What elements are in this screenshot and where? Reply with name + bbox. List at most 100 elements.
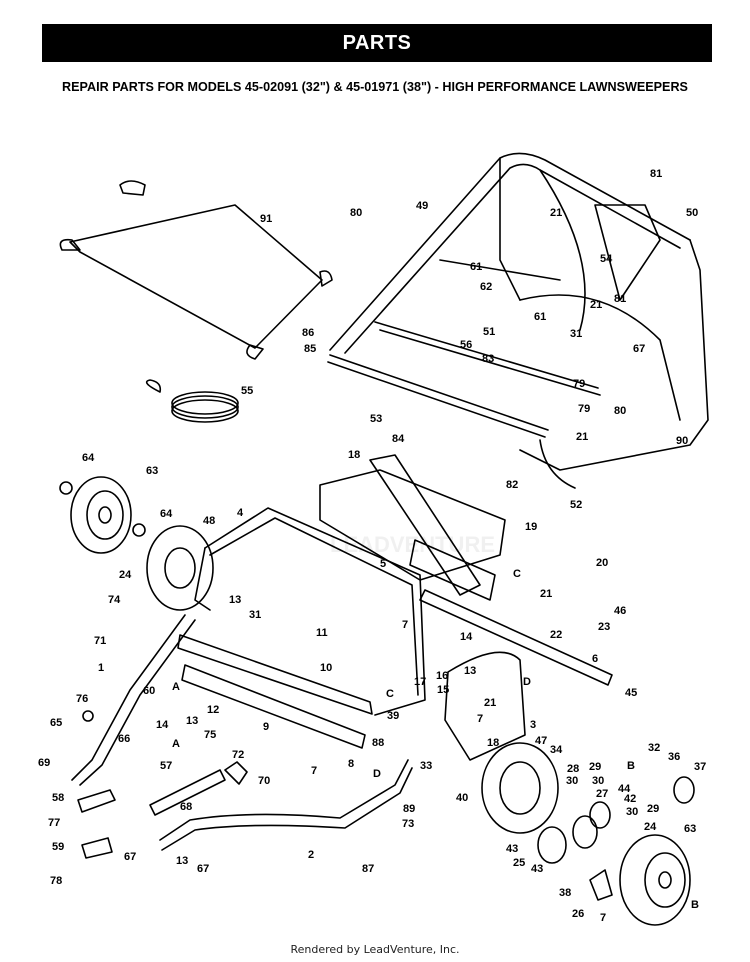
callout: 46	[614, 605, 626, 617]
callout: 78	[50, 875, 62, 887]
callout: 22	[550, 629, 562, 641]
callout: 50	[686, 207, 698, 219]
callout: 45	[625, 687, 637, 699]
callout: 86	[302, 327, 314, 339]
callout: 69	[38, 757, 50, 769]
callout: 2	[308, 849, 314, 861]
callout: 62	[480, 281, 492, 293]
handle-2	[159, 759, 413, 851]
callout: 63	[684, 823, 696, 835]
callout: 87	[362, 863, 374, 875]
callout: 10	[320, 662, 332, 674]
callout: 6	[592, 653, 598, 665]
callout: 44	[618, 783, 631, 795]
callout: 30	[566, 775, 578, 787]
callout: 27	[596, 788, 608, 800]
callout: 81	[614, 293, 626, 305]
callout: 20	[596, 557, 608, 569]
callout: 30	[626, 806, 638, 818]
callout: 76	[76, 693, 88, 705]
callout: 48	[203, 515, 215, 527]
callout: 14	[460, 631, 473, 643]
spring-55	[145, 379, 239, 423]
callout: 24	[644, 821, 657, 833]
callout: 30	[592, 775, 604, 787]
support-bars	[177, 589, 613, 749]
callout: 70	[258, 775, 270, 787]
callout: 91	[260, 213, 272, 225]
parts-header-bar: PARTS	[42, 24, 712, 62]
callout: A	[172, 681, 180, 693]
callout: 81	[650, 168, 662, 180]
callout: 21	[576, 431, 588, 443]
callout: 82	[506, 479, 518, 491]
callout: 38	[559, 887, 571, 899]
callout: 28	[567, 763, 579, 775]
callout: 11	[316, 627, 328, 639]
callout: 37	[694, 761, 706, 773]
parts-subtitle: REPAIR PARTS FOR MODELS 45-02091 (32") &…	[62, 80, 688, 94]
hopper-frame	[327, 152, 709, 489]
callout: 54	[600, 253, 613, 265]
callout: 53	[370, 413, 382, 425]
callout-labels: 81 91 80 49 21 50 54 61 62 21 81 86 51 6…	[38, 168, 706, 924]
callout: 63	[146, 465, 158, 477]
callout: 34	[550, 744, 563, 756]
callout: 61	[470, 261, 482, 273]
callout: 59	[52, 841, 64, 853]
callout: 71	[94, 635, 106, 647]
callout: 58	[52, 792, 64, 804]
callout: 85	[304, 343, 316, 355]
callout: 72	[232, 749, 244, 761]
callout: 64	[160, 508, 173, 520]
callout: 80	[350, 207, 362, 219]
callout: 49	[416, 200, 428, 212]
callout: 7	[311, 765, 317, 777]
callout: 77	[48, 817, 60, 829]
callout: 79	[573, 378, 585, 390]
callout: 43	[506, 843, 518, 855]
callout: 13	[229, 594, 241, 606]
callout: 88	[372, 737, 384, 749]
right-side-plate-3	[444, 651, 526, 761]
callout: 74	[108, 594, 121, 606]
callout: B	[627, 760, 635, 772]
callout: C	[386, 688, 394, 700]
callout: 47	[535, 735, 547, 747]
callout: 90	[676, 435, 688, 447]
callout: 14	[156, 719, 169, 731]
callout: 56	[460, 339, 472, 351]
callout: D	[523, 676, 531, 688]
callout: 7	[402, 619, 408, 631]
callout: 31	[249, 609, 261, 621]
callout: C	[513, 568, 521, 580]
callout: 21	[550, 207, 562, 219]
hubcap-37	[673, 776, 695, 804]
callout: 21	[590, 299, 602, 311]
drive-gears	[537, 801, 611, 864]
callout: 68	[180, 801, 192, 813]
callout: 64	[82, 452, 95, 464]
callout: 5	[380, 558, 386, 570]
callout: 32	[648, 742, 660, 754]
callout: 89	[403, 803, 415, 815]
callout: 1	[98, 662, 104, 674]
callout: 43	[531, 863, 543, 875]
sweeper-housing	[194, 507, 426, 716]
callout: 29	[589, 761, 601, 773]
callout: 36	[668, 751, 680, 763]
callout: 73	[402, 818, 414, 830]
callout: 9	[263, 721, 269, 733]
side-cover-48	[146, 525, 214, 611]
callout: 66	[118, 733, 130, 745]
brace-57	[149, 769, 226, 816]
callout: 40	[456, 792, 468, 804]
callout: 61	[534, 311, 546, 323]
cover-26	[589, 869, 613, 901]
callout: 7	[477, 713, 483, 725]
callout: 19	[525, 521, 537, 533]
callout: 23	[598, 621, 610, 633]
handle-1	[71, 614, 196, 786]
page-title: PARTS	[342, 31, 412, 54]
